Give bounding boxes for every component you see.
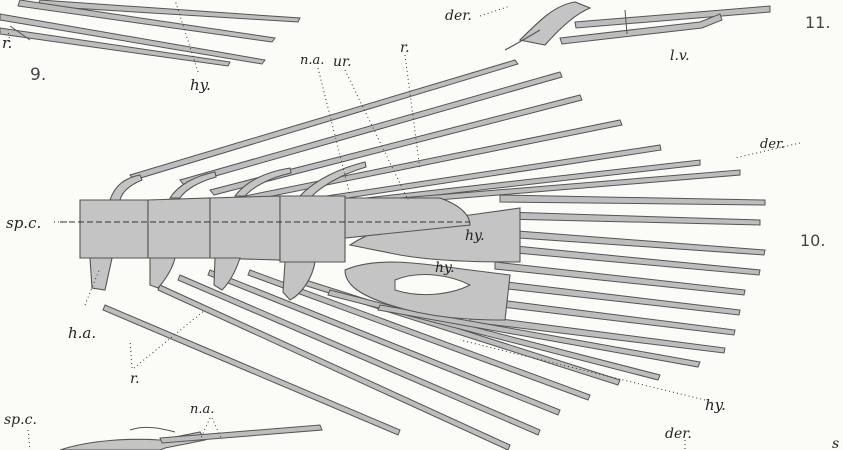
vertebra-4	[280, 196, 345, 262]
bottom-stroke	[130, 427, 175, 432]
lead-der-top	[480, 6, 510, 16]
figure-number-9: 9.	[30, 65, 46, 85]
lead-r-bottom	[130, 310, 205, 368]
label-r-bottom: r.	[130, 371, 140, 387]
label-der-bottom: der.	[665, 426, 692, 442]
label-na-bottom: n.a.	[190, 402, 214, 417]
label-ur: ur.	[333, 54, 352, 70]
haemal-arch-1	[90, 258, 112, 290]
label-r-top: r.	[400, 40, 410, 56]
haemal-arch-2	[150, 258, 175, 288]
figure-10-skeleton	[60, 60, 765, 450]
figure-9-fragment	[0, 0, 300, 66]
label-spc-bottom: sp.c.	[4, 412, 37, 428]
label-hy-inner-2: hy.	[435, 260, 455, 276]
label-hy-top: hy.	[190, 76, 211, 94]
ventral-ray-1	[103, 305, 400, 435]
label-spc-mid: sp.c.	[6, 214, 41, 232]
lead-spc-bottom	[28, 430, 30, 450]
label-der-right: der.	[760, 137, 785, 152]
vertebra-2	[148, 198, 210, 258]
label-ha: h.a.	[68, 324, 96, 342]
label-s-edge: s	[832, 436, 839, 450]
caudal-ray-7	[485, 298, 735, 335]
neural-arch-1	[110, 175, 142, 200]
fig9-ray-2	[18, 0, 275, 42]
label-na-top: n.a.	[300, 53, 324, 68]
label-r-top-left: r.	[2, 34, 12, 52]
label-hy-bottom: hy.	[705, 396, 726, 414]
bottom-fragment	[60, 425, 322, 450]
dorsal-ray-2	[180, 72, 562, 185]
caudal-ray-1	[500, 195, 765, 205]
label-der-top: der.	[445, 8, 472, 24]
bottom-ray	[160, 425, 322, 443]
vertebra-1	[80, 200, 148, 258]
label-hy-inner-1: hy.	[465, 228, 485, 244]
figure-11-fragment	[505, 2, 770, 50]
label-lv: l.v.	[670, 48, 690, 64]
caudal-ray-2	[505, 212, 760, 225]
figure-number-11: 11.	[805, 13, 830, 32]
vertebra-3	[210, 196, 280, 260]
figure-number-10: 10.	[800, 231, 825, 250]
